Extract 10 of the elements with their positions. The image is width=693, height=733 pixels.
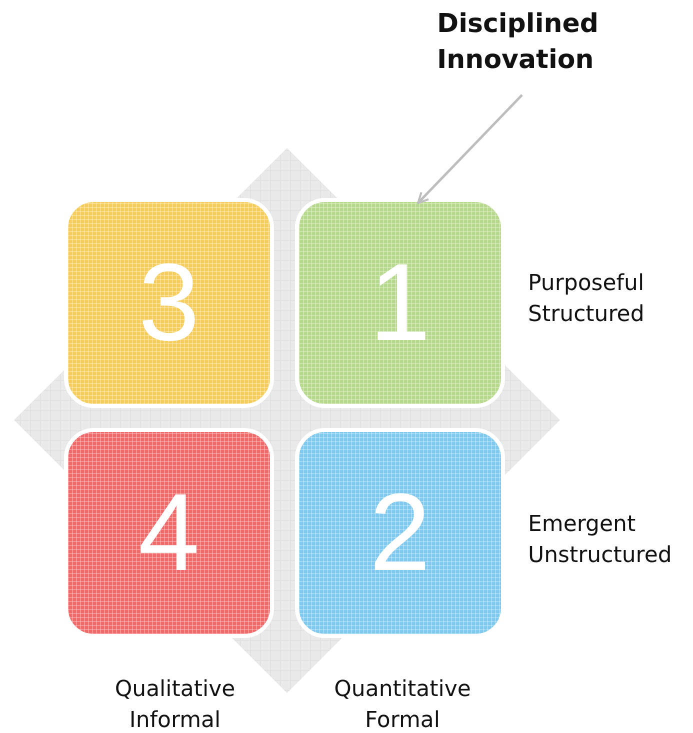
leader-arrow [417,94,523,204]
quadrant-number: 2 [369,478,431,588]
axis-label: Emergent Unstructured [528,511,673,570]
quadrant-number: 1 [369,248,431,358]
callout-text: Disciplined Innovation [437,6,657,78]
axis-label: Qualitative Informal [114,676,236,733]
axis-label: Quantitative Formal [333,676,472,733]
quadrant-number: 3 [138,248,200,358]
axis-label: Purposeful Structured [528,270,646,329]
quadrant-number: 4 [138,478,200,588]
